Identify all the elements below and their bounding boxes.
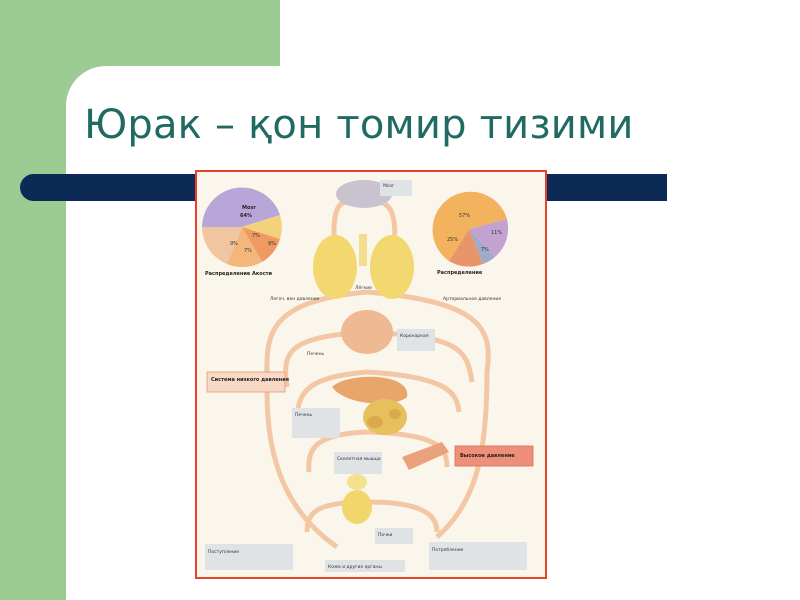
right-pie-pct-c: 7% [481, 247, 489, 253]
right-pie-pct-d: 11% [491, 230, 502, 236]
intestine-box-text: Печень [295, 412, 313, 418]
left-pie-value: 64% [240, 213, 252, 219]
circulatory-diagram-svg: Мозг 64% 7% 9% 9% 7% Распределение Акост… [197, 172, 545, 577]
intestines-organ [363, 399, 407, 435]
left-pie-caption: Распределение Акости [205, 271, 273, 277]
coronary-text: Коронарная [400, 333, 429, 339]
left-pie-pct-d: 7% [244, 248, 252, 254]
muscle-box-text: Скелетная мышца [337, 456, 381, 462]
left-pie-pct-c: 9% [230, 241, 238, 247]
left-pie-pct-a: 7% [252, 233, 260, 239]
right-pie-pct-b: 25% [447, 237, 458, 243]
left-box-text: Система низкого давления [211, 377, 289, 383]
brain-box-text: Мозг [383, 183, 395, 189]
bottom-right-box-text: Потребление [432, 547, 464, 553]
heart-organ [341, 310, 393, 354]
left-pressure-label: Легоч. вен давление [270, 296, 320, 302]
liver-label: Печень [307, 351, 325, 357]
left-pie-chart: Мозг 64% 7% 9% 9% 7% [202, 187, 282, 268]
right-pressure-label: Артериальное давление [443, 296, 501, 302]
label-boxes: Мозг Лёгкие Легоч. вен давление Артериал… [205, 180, 534, 572]
left-pie-pct-b: 9% [268, 241, 276, 247]
kidney-box-text: Почки [378, 532, 393, 538]
slide-title: Юрак – қон томир тизими [84, 102, 634, 148]
kidneys-organ [342, 474, 372, 524]
right-pie-chart: 57% 25% 7% 11% [432, 191, 509, 267]
liver-organ [332, 376, 408, 404]
right-pie-pct-a: 57% [459, 213, 470, 219]
right-pie-caption: Распределение [437, 270, 483, 276]
bottom-center-box-text: Кожа и другие органы [328, 564, 382, 570]
brain-organ [336, 180, 392, 208]
circulatory-diagram-figure: Мозг 64% 7% 9% 9% 7% Распределение Акост… [195, 170, 547, 579]
right-box-text: Высокое давление [460, 453, 515, 459]
lungs-label: Лёгкие [355, 285, 372, 291]
muscle-organ [402, 442, 449, 470]
lungs-organ [313, 234, 414, 299]
bottom-left-box-text: Поступление [208, 549, 239, 555]
left-pie-label-top: Мозг [242, 205, 256, 211]
